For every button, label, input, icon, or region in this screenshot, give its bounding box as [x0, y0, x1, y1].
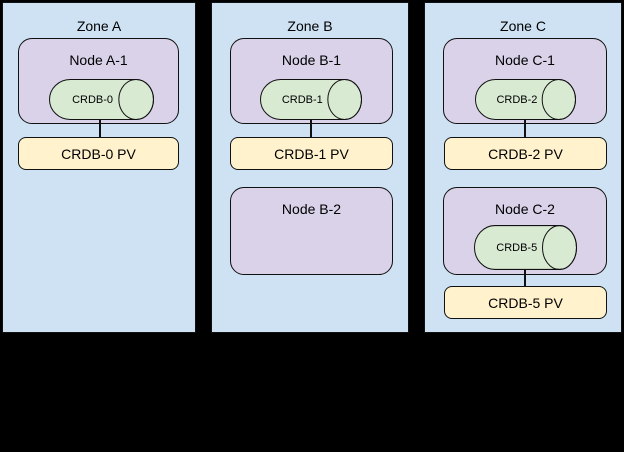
node-b-2-title: Node B-2: [281, 201, 342, 217]
crdb-0-pv-label: CRDB-0 PV: [61, 145, 136, 162]
connector-line-crdb-5: [524, 269, 526, 286]
database-cylinder-icon: [49, 79, 154, 120]
crdb-1-pod-cylinder: CRDB-1: [260, 79, 362, 120]
crdb-1-pv-label: CRDB-1 PV: [274, 145, 349, 162]
node-c-2: Node C-2 CRDB-5: [443, 187, 607, 275]
database-cylinder-icon: [475, 79, 576, 120]
node-b-2: Node B-2: [230, 187, 393, 275]
crdb-5-pod-cylinder: CRDB-5: [474, 225, 577, 270]
crdb-2-pv-box: CRDB-2 PV: [444, 137, 607, 170]
crdb-2-pod-cylinder: CRDB-2: [475, 79, 576, 120]
node-a-1-title: Node A-1: [69, 52, 128, 68]
zone-b: Zone B Node B-1 CRDB-1 CRDB-1 PV Node B-…: [211, 2, 409, 333]
zone-c: Zone C Node C-1 CRDB-2 CRDB-2 PV Node C-…: [424, 2, 622, 333]
connector-line-crdb-0: [99, 119, 101, 137]
connector-line-crdb-1: [310, 119, 312, 137]
node-c-2-title: Node C-2: [495, 201, 555, 217]
node-b-1-title: Node B-1: [281, 52, 342, 68]
zone-b-title: Zone B: [287, 18, 333, 34]
zone-a-title: Zone A: [76, 18, 122, 34]
crdb-0-pod-label: CRDB-0: [72, 93, 114, 106]
crdb-5-pv-box: CRDB-5 PV: [444, 286, 607, 319]
crdb-0-pod-cylinder: CRDB-0: [49, 79, 154, 120]
zone-c-title: Zone C: [500, 18, 546, 34]
node-b-1: Node B-1 CRDB-1: [230, 38, 393, 124]
crdb-1-pv-box: CRDB-1 PV: [230, 137, 393, 170]
crdb-5-pv-label: CRDB-5 PV: [488, 294, 563, 311]
crdb-2-pv-label: CRDB-2 PV: [488, 145, 563, 162]
node-a-1: Node A-1 CRDB-0: [18, 38, 179, 124]
zone-a: Zone A Node A-1 CRDB-0 CRDB-0 PV: [2, 2, 196, 333]
database-cylinder-icon: [260, 79, 362, 120]
crdb-5-pod-label: CRDB-5: [496, 241, 538, 254]
crdb-1-pod-label: CRDB-1: [281, 93, 323, 106]
crdb-0-pv-box: CRDB-0 PV: [18, 137, 179, 170]
crdb-2-pod-label: CRDB-2: [496, 93, 538, 106]
connector-line-crdb-2: [524, 119, 526, 137]
database-cylinder-icon: [474, 225, 577, 270]
node-c-1: Node C-1 CRDB-2: [443, 38, 607, 124]
node-c-1-title: Node C-1: [495, 52, 555, 68]
